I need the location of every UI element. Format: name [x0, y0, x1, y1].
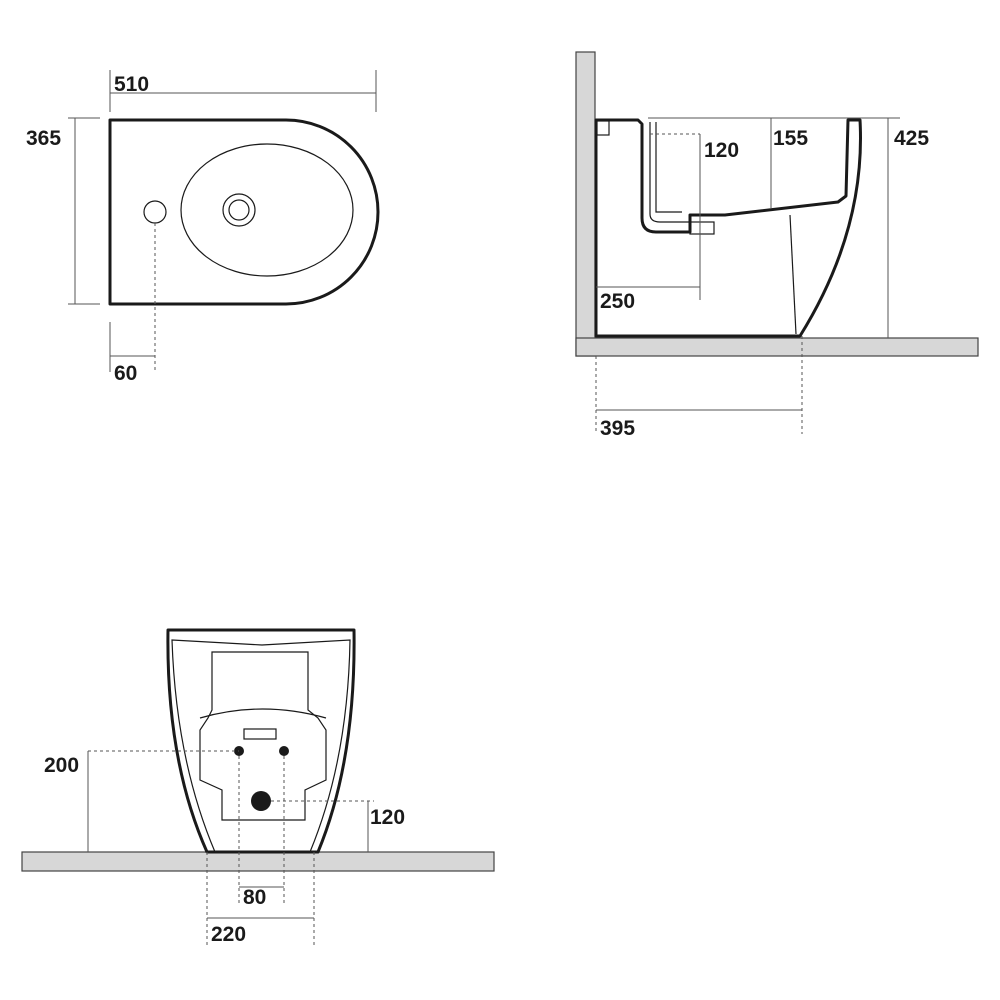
- wall: [575, 51, 596, 357]
- inner-wall-line: [655, 122, 682, 213]
- dim-height-label: 425: [894, 127, 929, 150]
- inner-shell-line: [171, 639, 351, 853]
- inner-wall-line: [649, 122, 690, 223]
- dim-waste-height-label: 250: [600, 290, 635, 313]
- dim-inlet-label: 120: [704, 139, 739, 162]
- floor: [575, 337, 979, 357]
- rear-view: 200 120 80 220: [21, 628, 495, 946]
- waste-outlet: [251, 791, 271, 811]
- drain-inner: [228, 199, 250, 221]
- dim-length-label: 510: [114, 73, 149, 96]
- dim-waste-height-label: 120: [370, 806, 405, 829]
- top-view: 510 365 60: [26, 70, 380, 385]
- dim-bowl-label: 155: [773, 127, 808, 150]
- foot-line: [789, 214, 797, 335]
- bidet-rear-outline: [166, 628, 356, 854]
- waste-outlet: [689, 221, 715, 235]
- dim-base-width-label: 220: [211, 923, 246, 946]
- cavity-arc: [199, 708, 327, 719]
- floor: [21, 851, 495, 872]
- bidet-top-outline: [108, 118, 380, 306]
- bidet-side-profile: [594, 118, 862, 338]
- dim-inlet-height-label: 200: [44, 754, 79, 777]
- water-inlet-right: [279, 746, 289, 756]
- drain-outer: [222, 193, 256, 227]
- overflow-slot: [243, 728, 277, 740]
- bowl-outline: [180, 143, 354, 277]
- dim-waste-from-wall-label: 395: [600, 417, 635, 440]
- side-view: 425 120 155 250 395: [575, 51, 979, 440]
- rear-cavity: [199, 651, 327, 821]
- tap-hole: [143, 200, 167, 224]
- dim-depth-label: 365: [26, 127, 61, 150]
- dim-tap-offset-label: 60: [114, 362, 137, 385]
- dim-inlet-spacing-label: 80: [243, 886, 266, 909]
- wall-fixing: [596, 120, 610, 136]
